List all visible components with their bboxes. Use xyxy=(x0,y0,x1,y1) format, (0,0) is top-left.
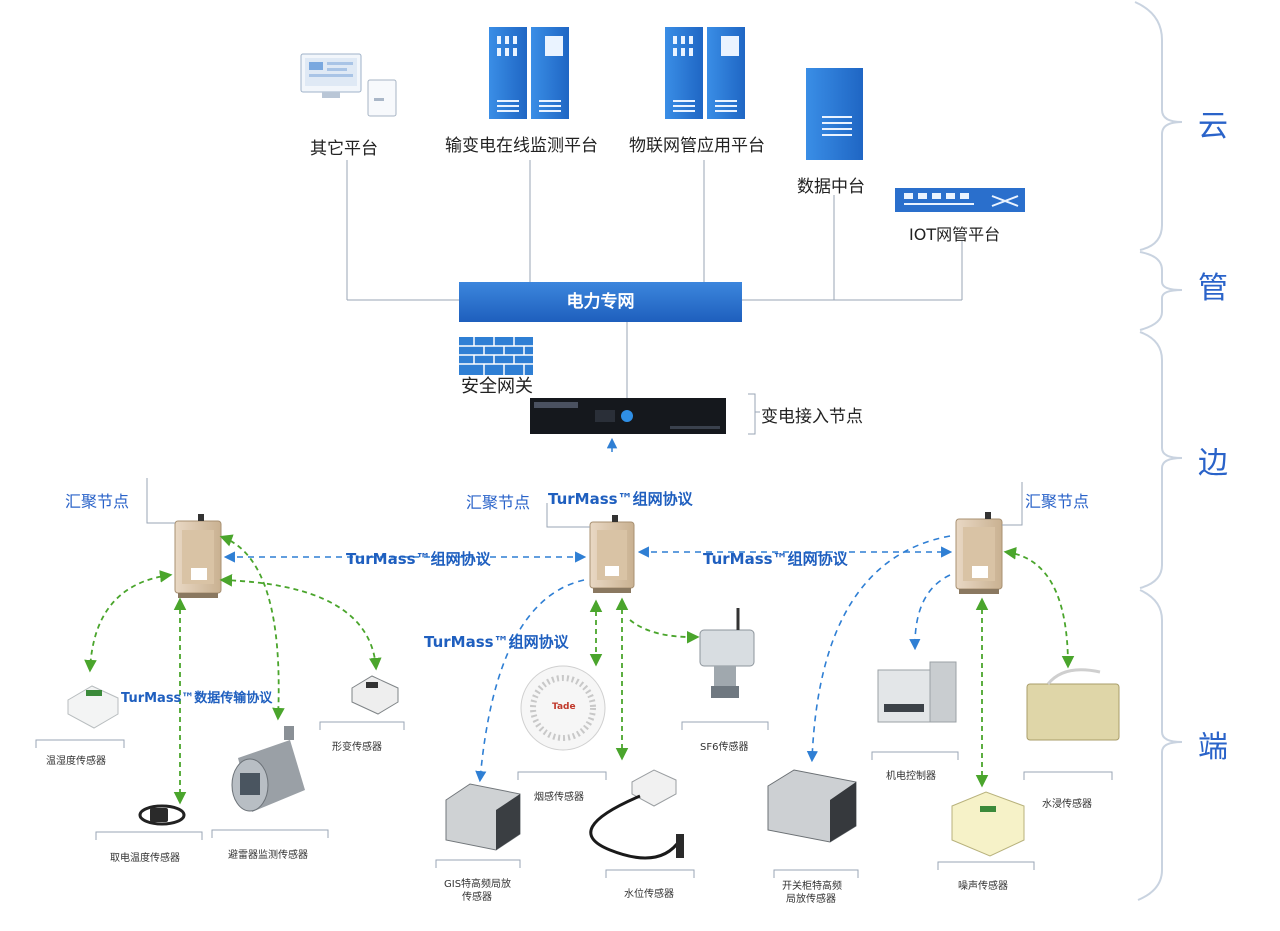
label-water-immersion: 水浸传感器 xyxy=(1042,799,1092,810)
aggregation-gateway-icon xyxy=(174,514,222,598)
sf6-sensor-icon xyxy=(699,608,755,698)
label-gis-line2: 传感器 xyxy=(462,892,492,903)
power-network-bar: 电力专网 xyxy=(459,282,742,322)
label-iot-network-platform: IOT网管平台 xyxy=(909,225,1001,244)
label-protocol-right: TurMass™组网协议 xyxy=(703,550,848,568)
tier-cloud: 云 xyxy=(1198,109,1228,144)
firewall-icon xyxy=(459,337,533,375)
water-level-sensor-icon xyxy=(589,769,684,860)
label-security-gateway: 安全网关 xyxy=(461,376,533,397)
server-icon xyxy=(489,27,569,119)
label-protocol-top: TurMass™组网协议 xyxy=(548,490,693,508)
blue-protocol-links xyxy=(223,535,953,783)
monitor-icon xyxy=(300,53,397,117)
label-sf6: SF6传感器 xyxy=(700,742,749,753)
switchgear-sensor-icon xyxy=(767,769,857,843)
label-transmission-platform: 输变电在线监测平台 xyxy=(445,136,598,156)
label-switchgear-line1: 开关柜特高频 xyxy=(782,881,842,892)
cloud-links xyxy=(346,160,963,398)
label-aggregation-node-right: 汇聚节点 xyxy=(1025,492,1090,511)
tier-end: 端 xyxy=(1198,730,1228,765)
label-arrester: 避雷器监测传感器 xyxy=(228,850,308,861)
server-icon xyxy=(665,27,745,119)
deformation-sensor-icon xyxy=(351,675,399,715)
aggregation-gateway-icon xyxy=(955,512,1003,594)
label-switchgear-line2: 局放传感器 xyxy=(786,894,836,905)
water-immersion-sensor-icon xyxy=(1026,668,1120,741)
server-icon xyxy=(806,68,863,160)
label-water-level: 水位传感器 xyxy=(624,889,674,900)
gis-sensor-icon xyxy=(445,783,521,851)
label-smoke: 烟感传感器 xyxy=(534,792,584,803)
label-data-center: 数据中台 xyxy=(797,177,865,197)
arrester-sensor-icon xyxy=(231,726,305,812)
label-other-platform: 其它平台 xyxy=(310,139,378,159)
label-iot-app-platform: 物联网管应用平台 xyxy=(629,136,765,156)
label-protocol-data: TurMass™数据传输协议 xyxy=(121,691,273,706)
tier-edge: 边 xyxy=(1198,446,1228,481)
label-electromech: 机电控制器 xyxy=(886,771,936,782)
label-cable-temp: 取电温度传感器 xyxy=(110,853,180,864)
tier-brackets xyxy=(1134,1,1183,901)
label-protocol-left: TurMass™组网协议 xyxy=(346,550,491,568)
green-data-links xyxy=(84,534,1075,805)
label-aggregation-node-left: 汇聚节点 xyxy=(65,492,130,511)
label-deformation: 形变传感器 xyxy=(332,742,382,753)
tier-pipe: 管 xyxy=(1198,271,1228,306)
temp-humidity-sensor-icon xyxy=(67,685,119,729)
label-protocol-mid: TurMass™组网协议 xyxy=(424,633,569,651)
smoke-brand-text: Tade xyxy=(552,702,576,712)
label-noise: 噪声传感器 xyxy=(958,881,1008,892)
label-temp-humidity: 温湿度传感器 xyxy=(46,756,106,767)
label-substation-node: 变电接入节点 xyxy=(761,407,863,427)
smoke-sensor-icon xyxy=(520,665,606,751)
label-gis-line1: GIS特高频局放 xyxy=(444,879,512,890)
electromech-controller-icon xyxy=(877,661,957,723)
aggregation-gateway-icon xyxy=(589,515,635,593)
network-switch-icon xyxy=(895,188,1025,212)
cable-temp-sensor-icon xyxy=(138,804,186,826)
label-aggregation-node-center: 汇聚节点 xyxy=(466,493,531,512)
noise-sensor-icon xyxy=(951,791,1025,857)
rack-device-icon xyxy=(530,398,726,434)
